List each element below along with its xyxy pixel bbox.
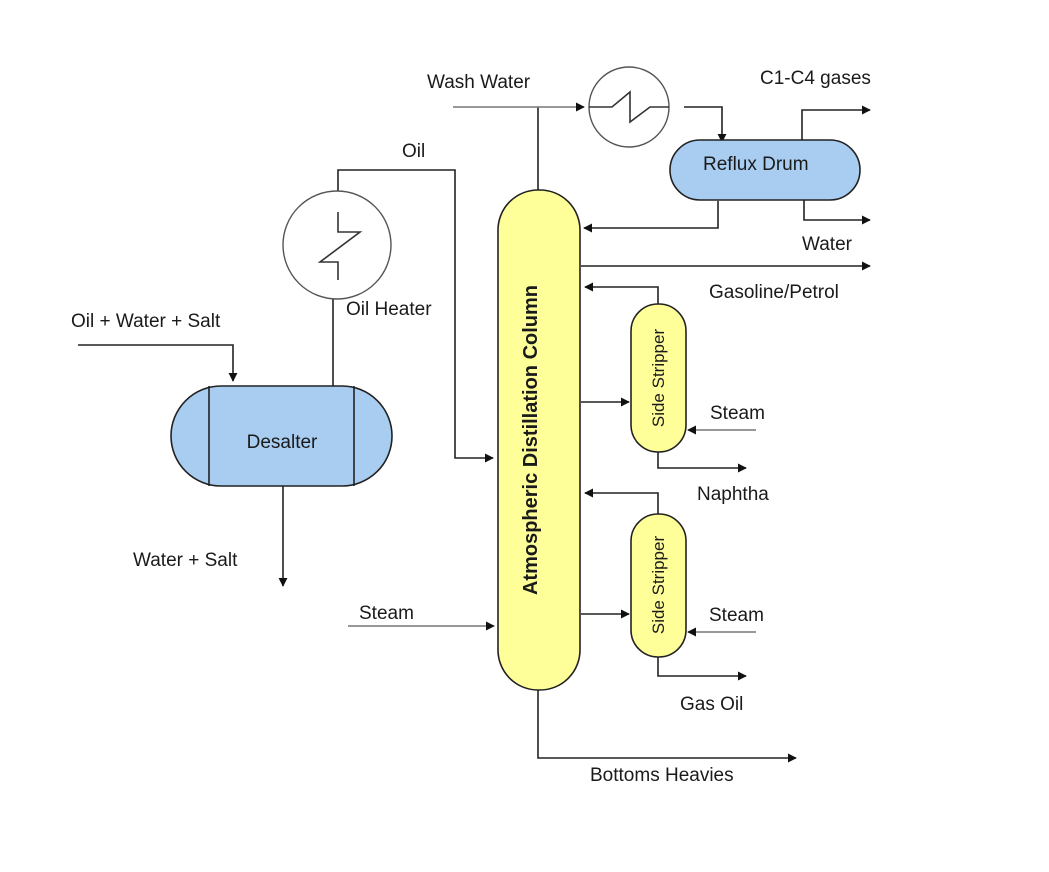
bottoms-label: Bottoms Heavies (590, 765, 734, 786)
stripper1-return-line (584, 282, 659, 305)
condenser-to-drum-line (684, 106, 727, 143)
overhead-condenser (588, 66, 670, 148)
distillation-column (497, 189, 581, 691)
water-salt-label: Water + Salt (133, 550, 238, 571)
side-stripper-2 (630, 513, 687, 658)
gas-oil-label: Gas Oil (680, 694, 743, 715)
feed-line (78, 344, 238, 382)
oil-heater (282, 190, 392, 300)
side-stripper-1 (630, 303, 687, 453)
oil-label: Oil (402, 141, 425, 162)
desalter-vessel (170, 385, 393, 487)
naphtha-label: Naphtha (697, 484, 769, 505)
gas-oil-line (657, 656, 747, 681)
column-title: Atmospheric Distillation Column (520, 285, 542, 595)
reflux-drum-label: Reflux Drum (703, 154, 809, 175)
drum-water-line (803, 199, 871, 225)
side-stripper-1-label: Side Stripper (649, 329, 668, 428)
oil-heater-label: Oil Heater (346, 299, 432, 320)
column-steam-label: Steam (359, 603, 414, 624)
steam-2-label: Steam (709, 605, 764, 626)
naphtha-line (657, 452, 747, 473)
feed-label: Oil + Water + Salt (71, 311, 221, 332)
wash-water-label: Wash Water (427, 72, 531, 93)
steam-1-label: Steam (710, 403, 765, 424)
stripper2-return-line (584, 488, 659, 514)
side-stripper-2-label: Side Stripper (649, 536, 668, 635)
gases-line (801, 105, 871, 140)
c1c4-gases-label: C1-C4 gases (760, 68, 871, 89)
reflux-drum-vessel (669, 139, 861, 201)
gasoline-label: Gasoline/Petrol (709, 282, 839, 303)
bottoms-line (537, 690, 797, 763)
water-label: Water (802, 234, 853, 255)
reflux-line (583, 201, 719, 233)
desalter-label: Desalter (247, 432, 318, 453)
oil-line (337, 169, 494, 463)
